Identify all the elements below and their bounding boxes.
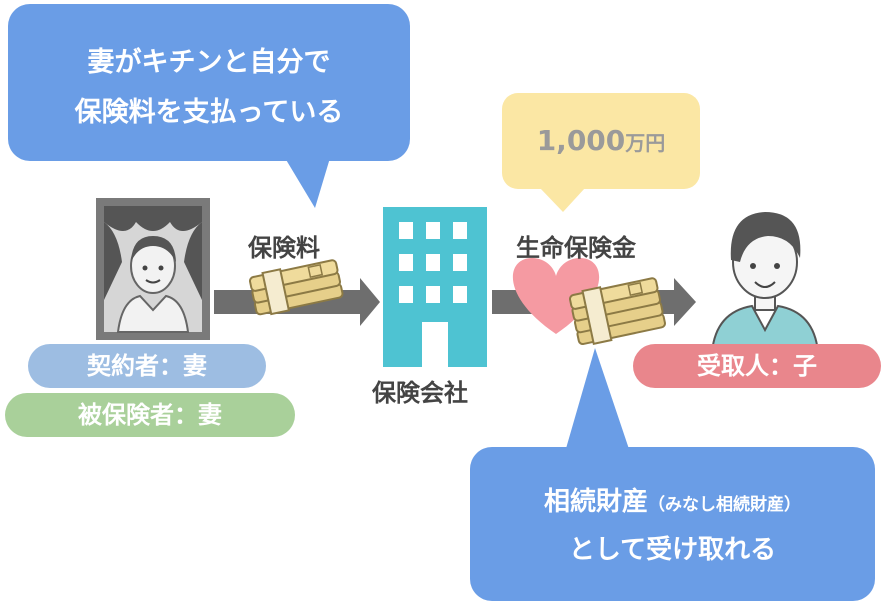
- beneficiary-pill: 受取人：子: [633, 344, 881, 388]
- top-bubble-tail: [285, 158, 330, 208]
- speech-bubble-bottom-line1: 相続財産（みなし相続財産）: [470, 481, 875, 518]
- speech-bubble-bottom-line2: として受け取れる: [568, 535, 777, 565]
- premium-label: 保険料: [248, 234, 320, 262]
- amount-unit: 万円: [625, 131, 666, 155]
- money-bundle-icon: [568, 277, 666, 346]
- amount-value: 1,000: [536, 124, 626, 157]
- speech-bubble-top-line1: 妻がキチンと自分で: [87, 47, 331, 78]
- speech-bubble-top-line2: 保険料を支払っている: [74, 97, 344, 128]
- portrait-icon: [96, 198, 210, 340]
- amount-bubble-tail: [540, 188, 585, 212]
- insured-pill: 被保険者：妻: [5, 393, 295, 437]
- speech-bubble-bottom: 相続財産（みなし相続財産） として受け取れる: [470, 447, 875, 601]
- deemed-inheritance-text: （みなし相続財産）: [648, 495, 801, 515]
- money-bundle-icon: [248, 259, 344, 316]
- bottom-bubble-tail: [565, 348, 630, 452]
- amount-bubble: 1,000万円: [502, 93, 700, 189]
- inheritance-asset-text: 相続財産: [543, 487, 648, 517]
- contractor-pill: 契約者：妻: [28, 344, 266, 388]
- building-icon: [383, 207, 487, 367]
- speech-bubble-top: 妻がキチンと自分で 保険料を支払っている: [8, 4, 410, 161]
- insurance-company-label: 保険会社: [372, 379, 468, 407]
- person-icon: [710, 212, 820, 353]
- death-benefit-label: 生命保険金: [516, 234, 636, 262]
